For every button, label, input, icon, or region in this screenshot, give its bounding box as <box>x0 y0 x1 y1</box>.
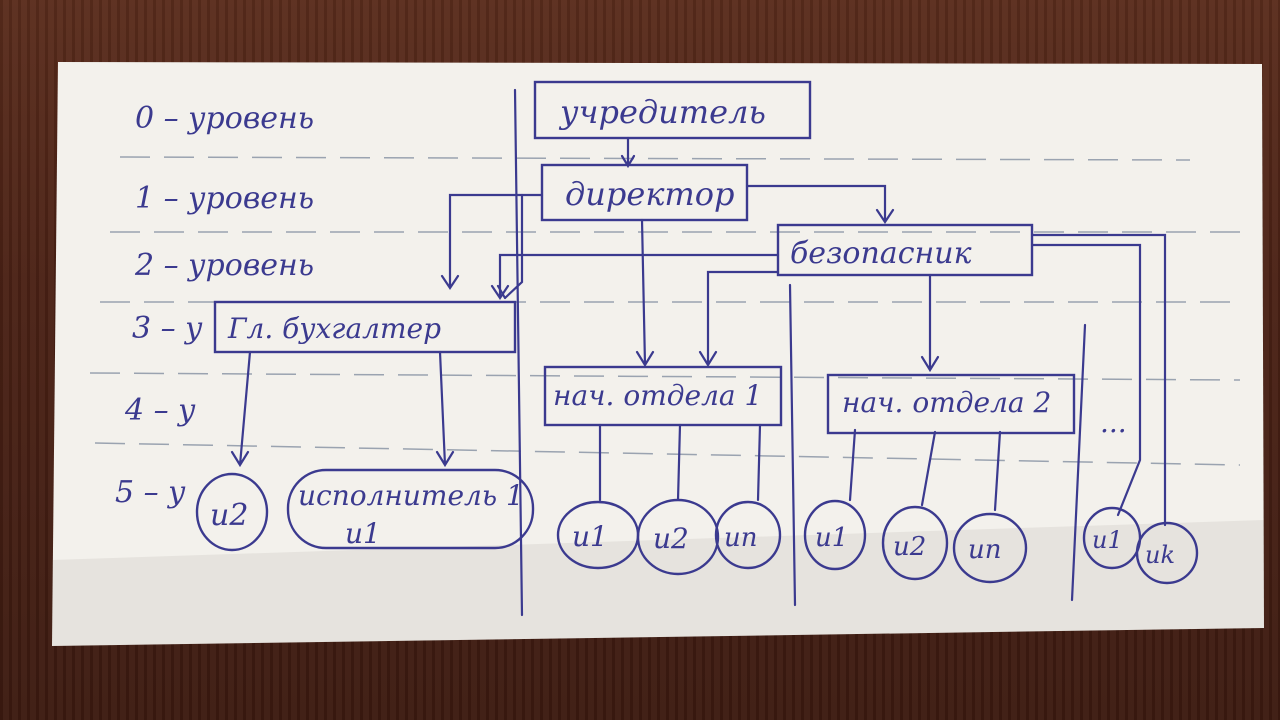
dept-head-1-label: нач. отдела 1 <box>553 379 762 412</box>
exec-left-2-label-line2: и1 <box>345 517 381 550</box>
director-to-accountant-line <box>440 193 544 290</box>
founder-to-director-arrow <box>620 136 636 169</box>
separator-3 <box>1070 323 1087 602</box>
accountant-to-exec-left-1-arrow <box>230 350 252 468</box>
rule-line-4 <box>89 372 1241 381</box>
rule-line-1 <box>119 156 1191 161</box>
dept2-to-exec-lines <box>848 428 1002 512</box>
dept1-exec-n-label: иn <box>724 523 758 553</box>
dept2-exec-n-label: иn <box>968 535 1002 565</box>
dept2-exec-1-label: и1 <box>815 523 848 553</box>
accountant-to-exec-left-2-arrow <box>435 350 455 468</box>
separator-2 <box>788 283 797 607</box>
dept-head-2-label: нач. отдела 2 <box>842 386 1051 419</box>
dept-head-2-box <box>826 373 1076 435</box>
exec-left-1-label: и2 <box>210 498 248 533</box>
sec-exec-1-label: и1 <box>1092 526 1123 554</box>
security-to-accountant-line <box>490 253 780 300</box>
rule-line-5 <box>94 442 1241 466</box>
director-label: директор <box>565 175 735 213</box>
founder-label: учредитель <box>558 93 766 131</box>
dept2-exec-1-circle <box>803 499 867 571</box>
dept1-to-exec-lines <box>598 423 762 502</box>
founder-box <box>533 80 812 140</box>
director-to-dept1-arrow <box>635 218 655 368</box>
security-label: безопасник <box>790 236 972 271</box>
security-to-sec-exec-k-line <box>1030 233 1167 527</box>
level-label-1: 1 – уровень <box>135 181 314 216</box>
ellipsis-label: ... <box>1100 406 1127 439</box>
level-label-5: 5 – у <box>115 475 186 510</box>
dept-head-1-box <box>543 365 783 427</box>
dept2-exec-2-label: и2 <box>893 532 926 562</box>
chief-accountant-box <box>213 300 517 354</box>
separator-1 <box>513 88 524 617</box>
security-to-sec-exec-1-line <box>1030 243 1142 517</box>
dept2-exec-n-circle <box>952 512 1028 584</box>
exec-left-2-oval <box>286 468 535 550</box>
sec-exec-k-circle <box>1135 521 1199 585</box>
paper-shadow <box>52 520 1264 646</box>
sec-exec-k-label: иk <box>1145 541 1175 569</box>
dept1-exec-2-circle <box>636 498 720 576</box>
dept1-exec-n-circle <box>714 500 782 570</box>
security-to-dept1-arrow <box>698 270 780 368</box>
director-to-security-arrow <box>745 184 895 224</box>
level-label-0: 0 – уровень <box>135 101 314 136</box>
paper-sheet <box>52 62 1264 646</box>
dept1-exec-1-label: и1 <box>572 520 608 553</box>
exec-left-2-label-line1: исполнитель 1 <box>298 479 524 512</box>
dept2-exec-2-circle <box>881 505 949 581</box>
level-label-2: 2 – уровень <box>134 248 314 283</box>
security-box <box>776 223 1034 277</box>
level-label-4: 4 – у <box>124 393 196 428</box>
security-to-dept2-arrow <box>920 273 940 373</box>
exec-left-1-circle <box>195 472 269 552</box>
director-box <box>540 163 749 222</box>
level-label-3: 3 – у <box>132 311 203 346</box>
dept1-exec-2-label: и2 <box>653 522 689 555</box>
chief-accountant-label: Гл. бухгалтер <box>227 312 441 345</box>
